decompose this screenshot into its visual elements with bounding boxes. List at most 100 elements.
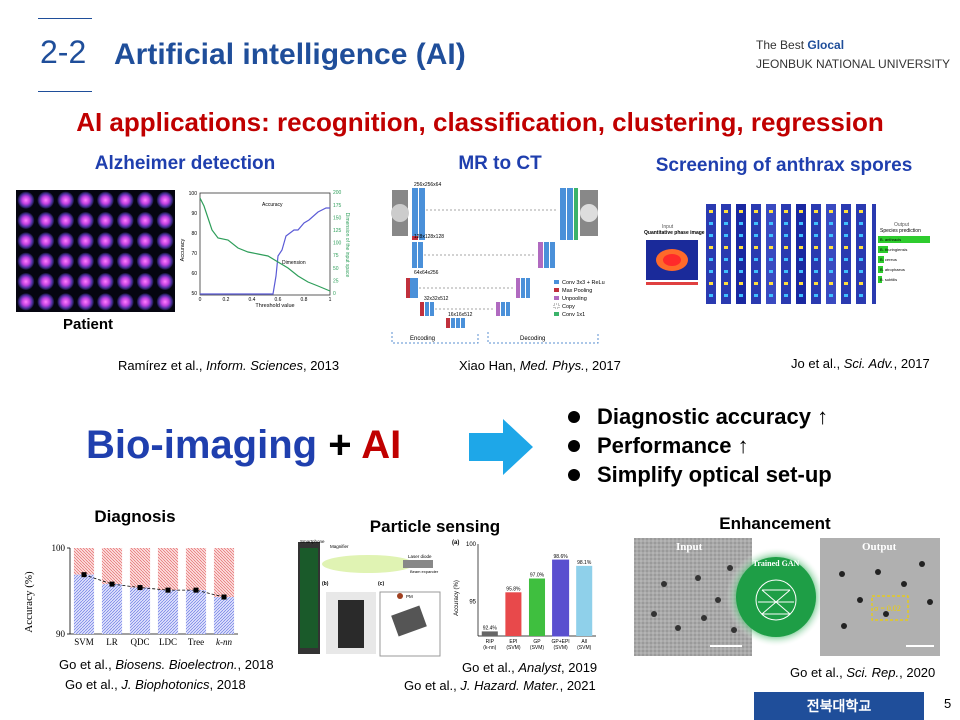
- feature-dot: [769, 246, 773, 249]
- alz-y2tick: 125: [333, 228, 342, 234]
- brain-slice: [97, 191, 114, 209]
- particle-category-label: (SVM): [530, 645, 545, 651]
- ref-suffix: , 2018: [209, 677, 246, 692]
- decoding-bracket: [487, 332, 599, 344]
- brain-slice: [116, 272, 134, 291]
- feature-dot: [844, 222, 848, 225]
- feature-dot: [724, 294, 728, 297]
- laser-beam: [322, 555, 414, 573]
- brain-slice: [156, 252, 174, 270]
- diag-ytick: 100: [52, 543, 66, 553]
- ref-journal: J. Hazard. Mater.: [460, 678, 560, 693]
- species-2: B. thuringiensis: [880, 247, 907, 252]
- feature-dot: [784, 222, 788, 225]
- laser-diode: [403, 560, 433, 568]
- size-label-1: 256x256x64: [414, 182, 441, 188]
- conv-layer: [721, 204, 731, 304]
- alz-xtick: 0.8: [301, 297, 308, 303]
- applications-heading: AI applications: recognition, classifica…: [76, 107, 884, 137]
- brain-slice: [37, 191, 55, 209]
- feature-dot: [859, 246, 863, 249]
- label-beam-expander: Beam expander: [410, 569, 439, 574]
- diag-bar-error: [185, 548, 207, 591]
- species-1: B. anthracis: [880, 237, 901, 242]
- gan-core: [736, 557, 816, 637]
- feature-dot: [829, 246, 833, 249]
- particle-value-label: 98.1%: [577, 560, 592, 566]
- page-number: 5: [944, 696, 952, 711]
- feature-dot: [844, 246, 848, 249]
- feature-dot: [739, 234, 743, 237]
- ref-suffix: , 2017: [584, 358, 621, 373]
- feature-dot: [754, 210, 758, 213]
- particle-chart-svg: (a) Accuracy (%) 9510092.4%RIP(k-nn)95.8…: [452, 540, 596, 651]
- brain-slice: [116, 252, 134, 270]
- ref-suffix: , 2019: [561, 660, 598, 675]
- particle-category-label: (k-nn): [483, 645, 496, 651]
- feature-dot: [724, 258, 728, 261]
- diag-bar-error: [129, 548, 151, 588]
- feature-dot: [784, 210, 788, 213]
- conv-layer: [736, 204, 746, 304]
- feature-dot: [709, 294, 713, 297]
- feature-dot: [799, 258, 803, 261]
- diag-category-label: QDC: [130, 637, 149, 647]
- feature-dot: [754, 294, 758, 297]
- feature-dot: [799, 222, 803, 225]
- ref-prefix: Ramírez et al.,: [118, 358, 207, 373]
- particle-bar: [552, 559, 570, 637]
- legend-conv1: Conv 1x1: [562, 312, 585, 318]
- feature-dot: [799, 210, 803, 213]
- alz-ytick: 100: [189, 191, 198, 197]
- feature-dot: [724, 282, 728, 285]
- encoding-bracket: [391, 332, 479, 344]
- feature-dot: [844, 258, 848, 261]
- particle-value-label: 97.0%: [530, 573, 545, 579]
- feature-dot: [739, 246, 743, 249]
- ref-enhancement: Go et al., Sci. Rep., 2020: [790, 665, 935, 680]
- feature-dot: [814, 258, 818, 261]
- brain-slice: [37, 272, 55, 291]
- feature-dot: [799, 246, 803, 249]
- feature-dot: [709, 234, 713, 237]
- conv-layer: [826, 204, 836, 304]
- feature-dot: [784, 234, 788, 237]
- feature-dot: [709, 222, 713, 225]
- particle-setup: Smartphone Magnifier Laser diode Beam ex…: [298, 538, 448, 660]
- brain-scan-image: [16, 190, 175, 312]
- alz-y2label: Dimension of the input space: [344, 213, 350, 278]
- input-sub: Quantitative phase image: [644, 230, 705, 236]
- species-bar-1: [878, 236, 930, 243]
- feature-dot: [784, 270, 788, 273]
- feature-dot: [859, 270, 863, 273]
- brain-slice: [136, 191, 154, 209]
- ref-diagnosis-2: Go et al., J. Biophotonics, 2018: [65, 677, 246, 692]
- ref-diagnosis-1: Go et al., Biosens. Bioelectron., 2018: [59, 657, 274, 672]
- feature-dot: [844, 270, 848, 273]
- species-bar-4: [878, 266, 883, 273]
- benefit-item: Diagnostic accuracy ↑: [568, 402, 832, 431]
- diag-category-label: SVM: [74, 637, 94, 647]
- brain-slice: [116, 232, 134, 250]
- feature-dot: [814, 282, 818, 285]
- label-laser: Laser diode: [408, 554, 432, 559]
- university-name: JEONBUK NATIONAL UNIVERSITY: [756, 57, 951, 71]
- unet-decoder-blocks: [496, 188, 578, 316]
- label-pm: PM: [406, 594, 413, 599]
- unet-svg: 256x256x64 128x128x128 64x64x256 32x32x5…: [391, 182, 605, 344]
- conv-layer: [766, 204, 776, 304]
- feature-dot: [784, 282, 788, 285]
- output-particles: [839, 561, 933, 629]
- fc-layer: [872, 204, 876, 304]
- dimension-line: [199, 197, 331, 292]
- conv-layer: [796, 204, 806, 304]
- accuracy-annotation: Accuracy: [262, 202, 283, 208]
- conv-layer: [811, 204, 821, 304]
- particle-bar: [528, 578, 546, 636]
- particle-category-label: EPI: [509, 639, 517, 645]
- particle-ytick: 95: [469, 600, 476, 606]
- diag-category-label: LDC: [159, 637, 177, 647]
- feature-dot: [829, 282, 833, 285]
